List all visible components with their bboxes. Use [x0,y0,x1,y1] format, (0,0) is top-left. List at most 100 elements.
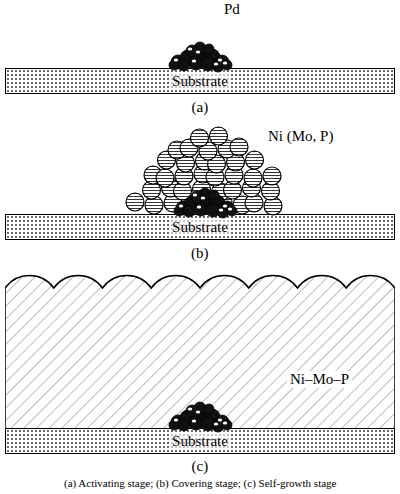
ni-sphere [246,151,264,169]
pd-particle [189,56,203,70]
pd-highlight [197,206,201,209]
pd-highlight [223,62,227,65]
substrate-band: Substrate [5,214,395,240]
pd-highlight [174,419,178,422]
pd-particle [169,420,179,430]
pd-particle [204,404,214,414]
layer-outline [5,268,395,430]
pd-highlight [196,51,200,54]
pd-particle [204,44,214,54]
pd-particle [222,420,232,430]
pd-cluster [169,42,232,72]
pd-highlight [188,408,192,411]
pd-cluster [169,402,232,432]
part-label: Ni (Mo, P) [268,128,333,145]
pd-particle [180,50,196,66]
pd-particle [186,405,198,417]
part-label: (b) [191,245,209,262]
pd-highlight [179,205,183,208]
ni-sphere [175,167,193,185]
ni-sphere [199,142,217,160]
substrate-label: Substrate [170,219,230,236]
ni-sphere [195,195,213,213]
pd-highlight [192,60,196,63]
ni-sphere [218,140,236,158]
pd-particle [178,59,190,71]
pd-particle [222,60,232,70]
pd-particle [215,55,229,69]
ni-sphere [206,168,224,186]
pd-particle [227,206,237,216]
ni-sphere [243,179,261,197]
ni-sphere [162,179,180,197]
ni-sphere [212,183,230,201]
pd-highlight [193,194,197,197]
substrate-band: Substrate [5,68,395,94]
pd-particle [204,49,220,65]
figure-caption: (a) Activating stage; (b) Covering stage… [64,477,336,490]
pd-particle [183,205,195,217]
pd-highlight [201,197,205,200]
ni-sphere [126,193,144,211]
pd-highlight [218,59,222,62]
pd-highlight [214,423,218,426]
ni-sphere [145,196,163,214]
ni-sphere [224,181,242,199]
pd-particle [209,190,219,200]
pd-particle [189,416,203,430]
ni-sphere [208,155,226,173]
pd-particle [185,196,201,212]
pd-particle [194,42,206,54]
substrate-label: Substrate [170,73,230,90]
ni-sphere [210,127,228,145]
pd-particle [201,417,215,431]
pd-particle [204,409,220,425]
ni-sphere [214,193,232,211]
pd-particle [212,420,224,432]
pd-particle [171,55,185,69]
substrate-label: Substrate [170,433,230,450]
pd-highlight [174,59,178,62]
ni-sphere [143,181,161,199]
pd-particle [215,415,229,429]
pd-particle [180,410,196,426]
pd-particle [199,188,211,200]
pd-particle [192,406,208,422]
coating-layer: Ni–Mo–P [5,268,395,430]
pd-particle [176,201,190,215]
part-label: (a) [192,99,209,116]
ni-sphere [262,182,280,200]
ni-sphere [164,194,182,212]
ni-sphere-cluster [126,127,282,215]
pd-particle [178,419,190,431]
ni-sphere [196,152,214,170]
ni-sphere [227,153,245,171]
ni-sphere [158,151,176,169]
pd-particle [201,57,215,71]
pd-cluster [174,188,237,218]
pd-highlight [218,419,222,422]
ni-sphere [263,167,281,185]
pd-highlight [223,422,227,425]
ni-sphere [180,139,198,157]
part-label: (c) [192,458,209,475]
part-label: Pd [224,1,240,18]
ni-sphere [230,138,248,156]
ni-sphere [233,196,251,214]
pd-particle [194,202,208,216]
pd-highlight [196,411,200,414]
pd-highlight [223,205,227,208]
pd-particle [169,60,179,70]
ni-sphere [194,165,212,183]
substrate-band: Substrate [5,428,395,454]
ni-sphere [177,154,195,172]
pd-particle [206,203,220,217]
ni-sphere [191,129,209,147]
pd-particle [171,415,185,429]
pd-particle [174,206,184,216]
ni-sphere [183,197,201,215]
ni-sphere [168,141,186,159]
pd-particle [186,45,198,57]
ni-sphere [225,166,243,184]
